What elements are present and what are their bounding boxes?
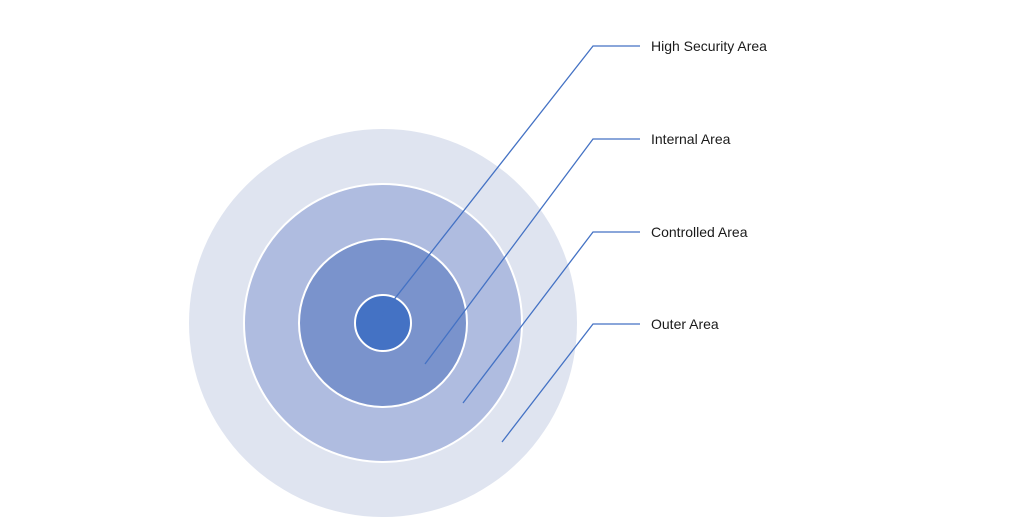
internal-area-label: Internal Area [651,131,731,147]
controlled-area-label: Controlled Area [651,224,748,240]
high-security-area-leader-line [377,45,640,321]
outer-area-leader-line [501,323,640,443]
outer-area-label: Outer Area [651,316,719,332]
leader-lines-group [377,45,640,443]
labels-group: High Security Area Internal Area Control… [651,38,767,332]
high-security-area-label: High Security Area [651,38,767,54]
internal-area-leader-line [424,138,640,365]
controlled-area-leader-line [462,231,640,404]
rings-group [189,129,577,517]
high-security-area-ring [354,294,412,352]
